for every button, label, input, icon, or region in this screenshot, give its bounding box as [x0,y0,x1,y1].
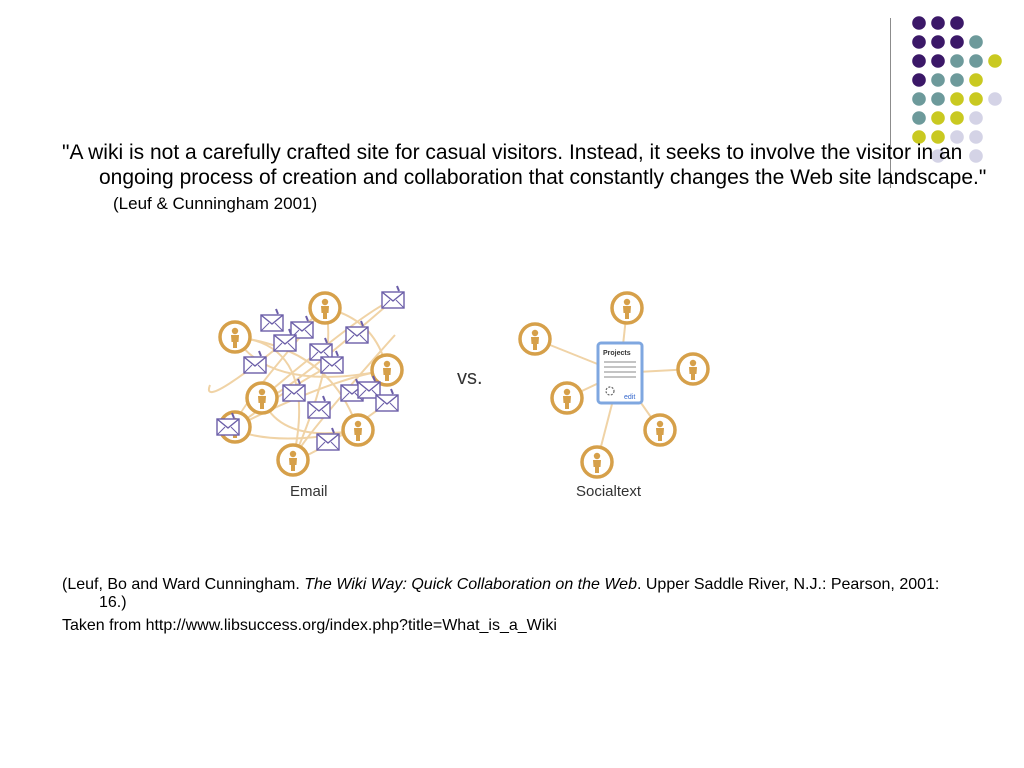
envelope-icon [316,427,340,451]
diagram-nodes [216,285,710,479]
document-edit-label: edit [624,394,635,401]
decorative-dot [988,92,1002,106]
envelope-icon [290,315,314,339]
decorative-dot [950,130,964,144]
decorative-dot [969,54,983,68]
quote-paragraph: "A wiki is not a carefully crafted site … [62,140,1011,216]
person-icon [370,353,404,387]
reference-publisher: . Upper Saddle River, N.J.: Pearson, 200… [99,576,940,611]
decorative-dot [988,54,1002,68]
decorative-dot [912,130,926,144]
envelope-icon [273,328,297,352]
envelope-icon [320,350,344,374]
decorative-dot [950,16,964,30]
person-icon [643,413,677,447]
reference-authors: (Leuf, Bo and Ward Cunningham. [62,576,305,593]
decorative-dot [931,111,945,125]
decorative-dot [950,92,964,106]
vs-label: vs. [457,367,483,389]
decorative-dot [912,54,926,68]
decorative-dot [969,73,983,87]
quote-citation: (Leuf & Cunningham 2001) [113,194,318,213]
person-icon [218,320,252,354]
decorative-dot [931,92,945,106]
person-icon [308,291,342,325]
document-icon: Projects edit [596,341,644,405]
envelope-icon [216,412,240,436]
decorative-dot [950,111,964,125]
decorative-dot [969,92,983,106]
decorative-dot [912,73,926,87]
socialtext-label: Socialtext [576,483,642,500]
decorative-dot [969,149,983,163]
decorative-dot [931,149,945,163]
envelope-icon [260,308,284,332]
envelope-icon [309,337,333,361]
person-icon [550,381,584,415]
decorative-dot [931,73,945,87]
decorative-dot [969,35,983,49]
email-vs-socialtext-diagram: Projects edit vs. Email Socialtext [207,285,710,500]
book-reference: (Leuf, Bo and Ward Cunningham. The Wiki … [62,576,962,612]
connection-line [234,336,301,461]
person-icon [276,443,310,477]
decorative-dot [931,130,945,144]
envelope-icon [381,285,405,309]
person-icon [676,352,710,386]
person-icon [610,291,644,325]
envelope-icon [375,388,399,412]
person-icon [518,322,552,356]
quote-text: "A wiki is not a carefully crafted site … [62,141,987,189]
decorative-dot [912,16,926,30]
decorative-dot [912,35,926,49]
envelope-icon [282,378,306,402]
person-icon [245,381,279,415]
decorative-dot [912,111,926,125]
references: (Leuf, Bo and Ward Cunningham. The Wiki … [62,576,962,640]
document-title: Projects [603,350,631,357]
envelope-icon [307,395,331,419]
decorative-dot-grid [912,16,1002,163]
decorative-dot [950,35,964,49]
person-icon [341,413,375,447]
person-icon [580,445,614,479]
decorative-dot [931,54,945,68]
envelope-icon [243,350,267,374]
decorative-dot [912,92,926,106]
reference-title: The Wiki Way: Quick Collaboration on the… [304,576,637,593]
decorative-dot [950,54,964,68]
decorative-dot [950,73,964,87]
decorative-dot [969,130,983,144]
decorative-dot [969,111,983,125]
decorative-dot [931,35,945,49]
envelope-icon [345,320,369,344]
source-attribution: Taken from http://www.libsuccess.org/ind… [62,617,557,634]
decorative-dot [931,16,945,30]
vertical-divider [890,18,891,188]
email-label: Email [290,483,328,500]
